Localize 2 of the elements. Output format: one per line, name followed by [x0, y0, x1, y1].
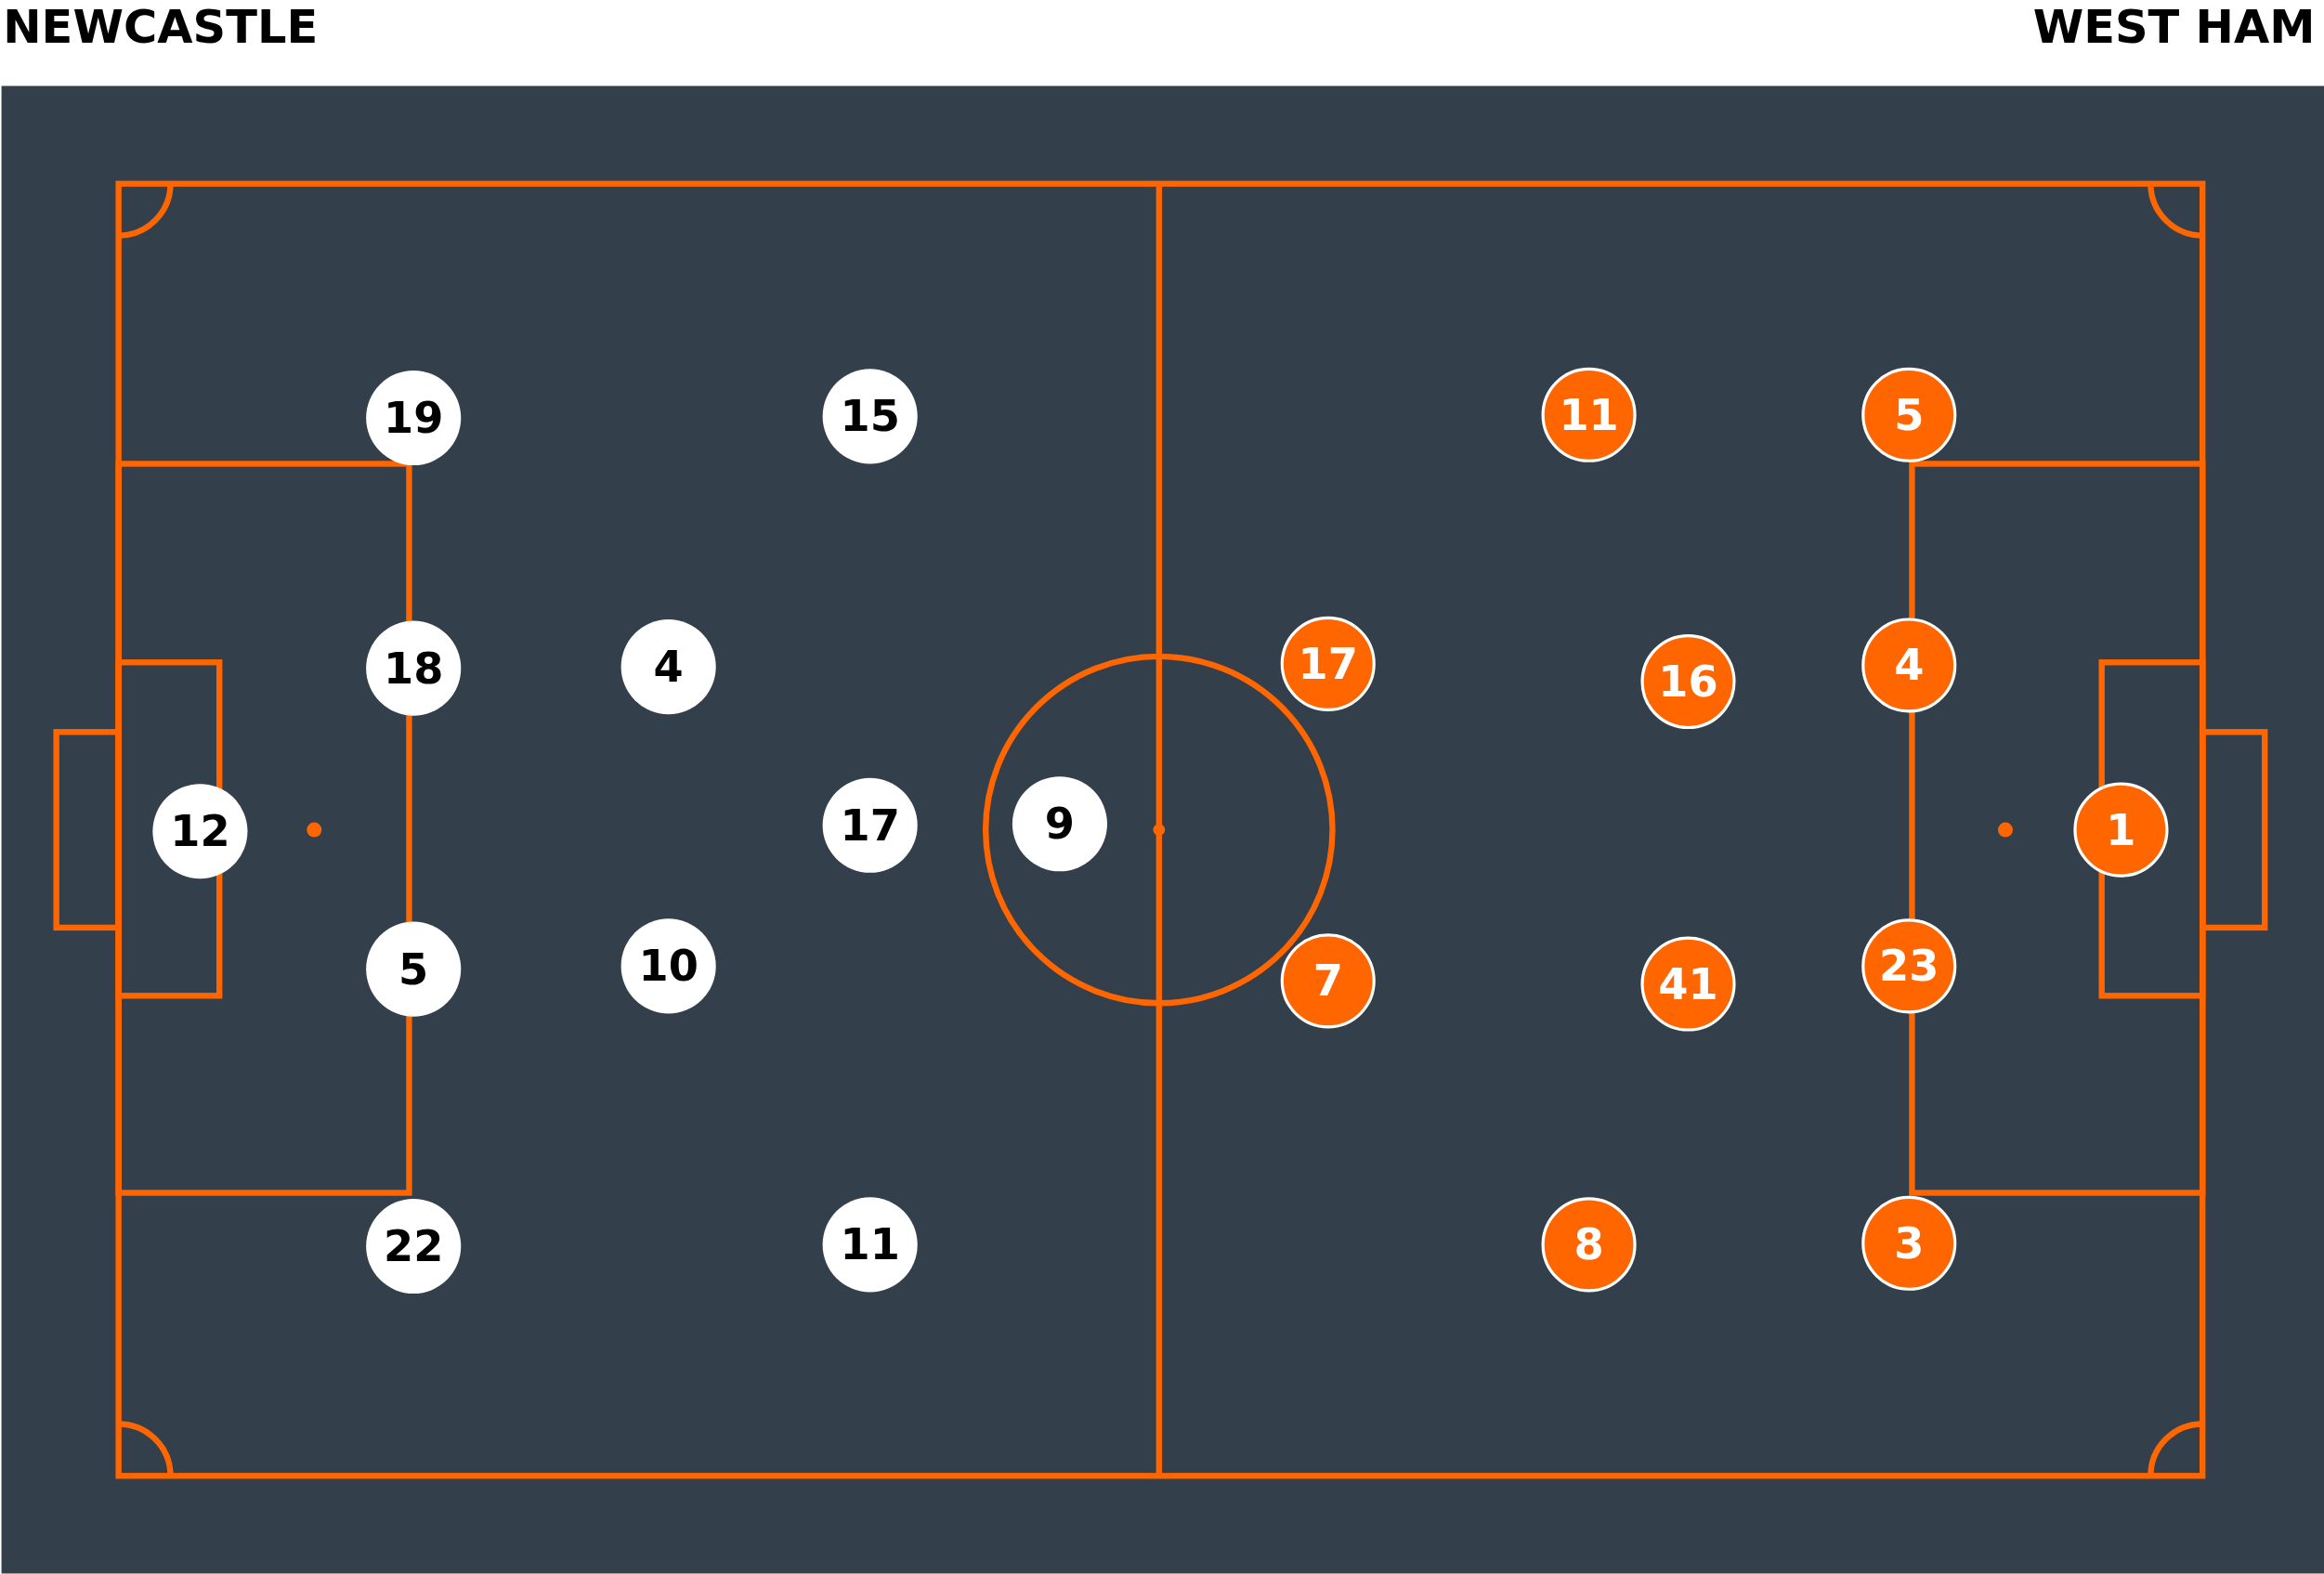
team-name: WEST HAM [2032, 0, 2316, 54]
team-name: NEWCASTLE [3, 0, 319, 54]
